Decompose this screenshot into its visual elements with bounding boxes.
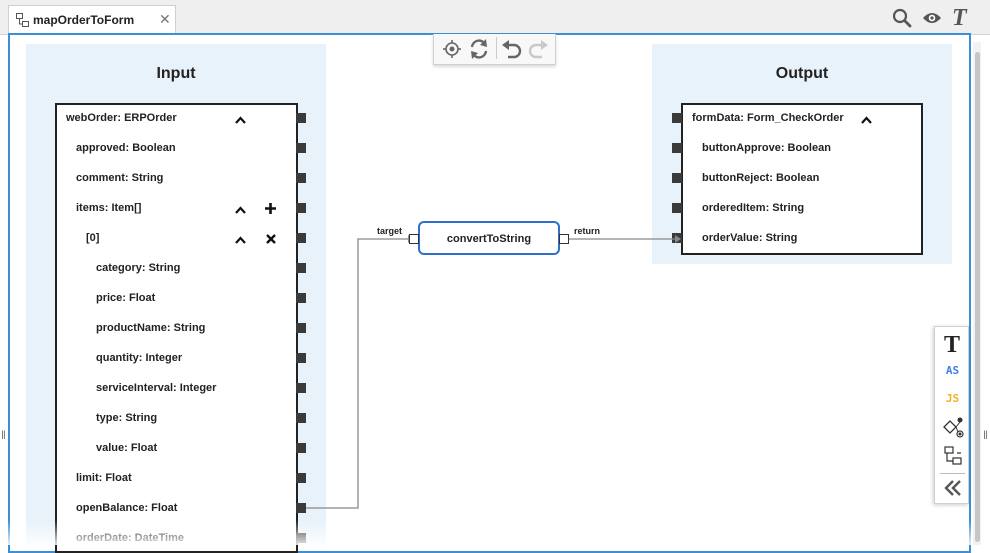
text-function-icon[interactable]: T	[935, 331, 970, 360]
input-field-row[interactable]: category: String	[96, 262, 181, 274]
input-field-row[interactable]: approved: Boolean	[76, 142, 176, 154]
search-icon[interactable]	[892, 8, 912, 33]
connector-openbalance-to-target	[306, 238, 408, 509]
output-field-row[interactable]: buttonApprove: Boolean	[702, 142, 831, 154]
function-node-label: convertToString	[446, 233, 532, 245]
toolbar-divider	[496, 37, 497, 59]
refresh-icon[interactable]	[468, 38, 490, 65]
input-field-row[interactable]: type: String	[96, 412, 158, 424]
input-field-row[interactable]: quantity: Integer	[96, 352, 183, 364]
input-field-row[interactable]: items: Item[]	[76, 202, 142, 214]
output-port[interactable]	[296, 413, 306, 423]
input-field-row[interactable]: value: Float	[96, 442, 158, 454]
input-field-row[interactable]: productName: String	[96, 322, 206, 334]
collapse-caret-icon[interactable]	[235, 235, 246, 247]
collapse-caret-icon[interactable]	[235, 205, 246, 217]
input-port[interactable]	[672, 203, 682, 213]
return-port-label: return	[574, 226, 601, 236]
connector-arrowhead-return	[675, 235, 681, 243]
locate-icon[interactable]	[443, 40, 461, 63]
output-field-row[interactable]: orderValue: String	[702, 232, 798, 244]
svg-text:T: T	[952, 5, 968, 28]
input-field-row[interactable]: comment: String	[76, 172, 164, 184]
output-structure-box	[681, 103, 923, 255]
output-port[interactable]	[296, 443, 306, 453]
function-node-convert-to-string[interactable]: convertToString	[418, 221, 560, 255]
output-port[interactable]	[296, 233, 306, 243]
output-port[interactable]	[296, 173, 306, 183]
remove-item-icon[interactable]	[266, 234, 276, 247]
input-field-row[interactable]: webOrder: ERPOrder	[66, 112, 177, 124]
scrollbar-thumb[interactable]	[975, 52, 980, 542]
text-italic-icon[interactable]: T	[950, 4, 972, 33]
input-field-row[interactable]: openBalance: Float	[76, 502, 178, 514]
input-field-row[interactable]: serviceInterval: Integer	[96, 382, 217, 394]
toolbar-divider	[940, 473, 965, 474]
output-port[interactable]	[296, 113, 306, 123]
input-field-row[interactable]: limit: Float	[76, 472, 132, 484]
close-icon[interactable]: ✕	[159, 11, 171, 27]
collapse-caret-icon[interactable]	[235, 115, 246, 127]
function-input-port[interactable]	[409, 234, 419, 244]
input-port[interactable]	[672, 143, 682, 153]
as-function-icon[interactable]: AS	[945, 364, 960, 377]
structure-node-icon[interactable]	[935, 445, 970, 472]
left-collapse-handle[interactable]: ‖	[1, 428, 6, 442]
mapping-file-icon	[16, 13, 29, 32]
output-port[interactable]	[296, 383, 306, 393]
input-field-row[interactable]: price: Float	[96, 292, 156, 304]
right-collapse-handle[interactable]: ‖	[983, 428, 988, 442]
output-field-row[interactable]: buttonReject: Boolean	[702, 172, 820, 184]
output-field-row[interactable]: formData: Form_CheckOrder	[692, 112, 844, 124]
collapse-chevron-icon[interactable]	[935, 478, 970, 503]
function-output-port[interactable]	[559, 234, 569, 244]
input-port[interactable]	[672, 113, 682, 123]
output-port[interactable]	[296, 473, 306, 483]
target-port-label: target	[377, 226, 403, 236]
output-port[interactable]	[296, 293, 306, 303]
output-port[interactable]	[296, 353, 306, 363]
input-panel-title: Input	[156, 65, 196, 82]
editor-tab-bar: mapOrderToForm ✕ T	[0, 0, 990, 35]
js-function-icon[interactable]: JS	[945, 392, 960, 405]
condition-node-icon[interactable]	[935, 416, 970, 443]
output-port[interactable]	[296, 323, 306, 333]
eye-icon[interactable]	[922, 11, 942, 30]
input-field-row[interactable]: [0]	[86, 232, 100, 244]
collapse-caret-icon[interactable]	[861, 115, 872, 127]
svg-text:T: T	[944, 332, 960, 355]
output-panel-title: Output	[775, 65, 829, 82]
right-toolbar: T AS JS	[934, 326, 969, 504]
output-field-row[interactable]: orderedItem: String	[702, 202, 805, 214]
add-item-icon[interactable]	[265, 203, 276, 217]
tab-label: mapOrderToForm	[33, 13, 135, 27]
tab-map-order-to-form[interactable]: mapOrderToForm ✕	[8, 5, 176, 34]
redo-icon[interactable]	[527, 38, 549, 65]
output-port[interactable]	[296, 503, 306, 513]
output-port[interactable]	[296, 203, 306, 213]
output-port[interactable]	[296, 263, 306, 273]
undo-icon[interactable]	[501, 38, 523, 65]
output-port[interactable]	[296, 143, 306, 153]
canvas-toolbar	[433, 34, 556, 65]
input-port[interactable]	[672, 173, 682, 183]
